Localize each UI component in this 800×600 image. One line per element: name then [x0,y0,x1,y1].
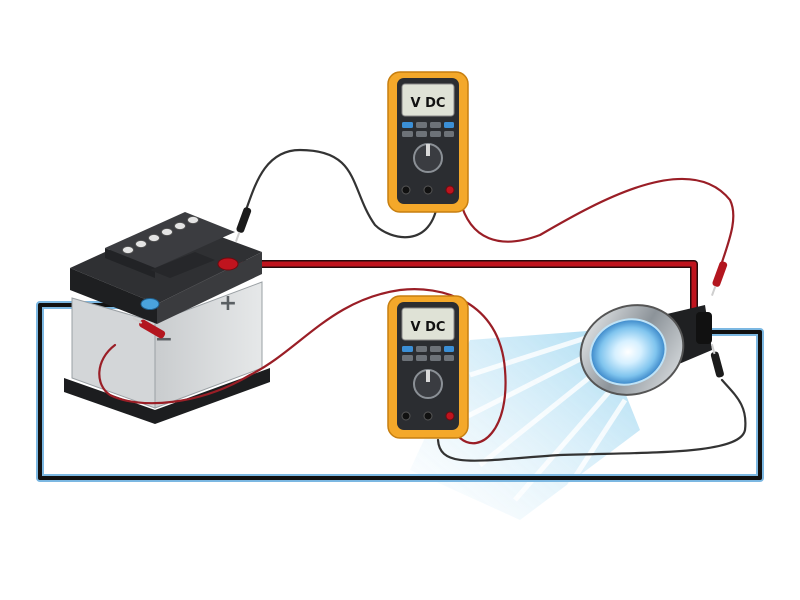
digital-multimeter-icon: V DC [387,71,469,213]
meter-buttons [402,346,454,361]
car-battery-icon: + − [64,212,270,424]
meter-lead-wires [98,148,747,462]
negative-circuit-wire [36,301,764,482]
battery-plus-label: + [219,291,237,316]
digital-multimeter-icon: V DC [387,295,469,439]
meter-buttons [402,122,454,137]
top-meter-display: V DC [411,96,446,111]
meter-probes [132,207,728,378]
bottom-meter-display: V DC [411,320,446,335]
positive-circuit-wire [228,260,698,315]
headlamp-bulb-icon [579,304,712,396]
